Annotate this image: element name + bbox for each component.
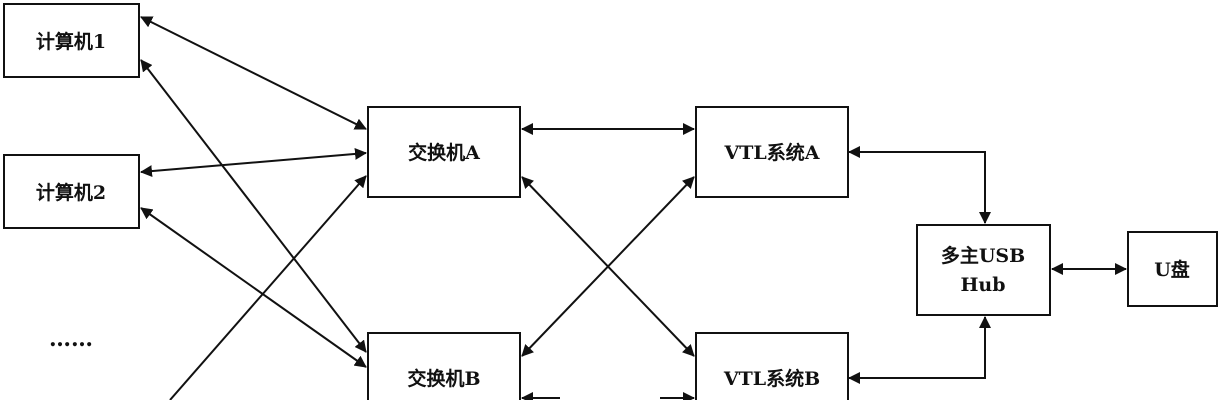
- edge-vtlA-hub: [848, 146, 991, 224]
- edge-computer1-switchB: [140, 59, 367, 353]
- switchB-label: 交换机B: [407, 367, 480, 390]
- vtlB-box: [695, 332, 849, 400]
- node-computer1: 计算机1: [3, 3, 140, 78]
- computer1-box: [3, 3, 140, 78]
- usb-hub-label-line1: 多主USB: [941, 244, 1025, 267]
- usb-hub-label-line2: Hub: [960, 274, 1005, 296]
- edge-computer1-switchA: [140, 16, 367, 130]
- node-switchB: 交换机B: [367, 332, 521, 400]
- node-usb-hub: 多主USB Hub: [916, 224, 1051, 316]
- edge-computer2-switchA: [140, 147, 367, 178]
- node-computer2: 计算机2: [3, 154, 140, 229]
- computer2-box: [3, 154, 140, 229]
- switchA-label: 交换机A: [408, 141, 480, 164]
- edge-computer2-switchB: [140, 207, 367, 368]
- node-vtlB: VTL系统B: [695, 332, 849, 400]
- udisk-box: [1127, 231, 1218, 307]
- usb-hub-box: [916, 224, 1051, 316]
- switchB-box: [367, 332, 521, 400]
- udisk-label: U盘: [1154, 258, 1190, 281]
- edges: [140, 16, 1127, 400]
- edge-switchB-vtlA: [521, 176, 695, 357]
- node-vtlA: VTL系统A: [695, 106, 849, 198]
- more-computers-ellipsis: ……: [49, 326, 93, 352]
- computer2-label: 计算机2: [36, 181, 106, 204]
- node-switchA: 交换机A: [367, 106, 521, 198]
- vtlA-box: [695, 106, 849, 198]
- node-udisk: U盘: [1127, 231, 1218, 307]
- vtlB-label: VTL系统B: [723, 367, 820, 390]
- computer1-label: 计算机1: [36, 30, 106, 53]
- vtlA-label: VTL系统A: [724, 141, 820, 164]
- switchA-box: [367, 106, 521, 198]
- edge-vtlB-hub: [848, 316, 991, 384]
- edge-offscreen-switchA: [169, 175, 367, 400]
